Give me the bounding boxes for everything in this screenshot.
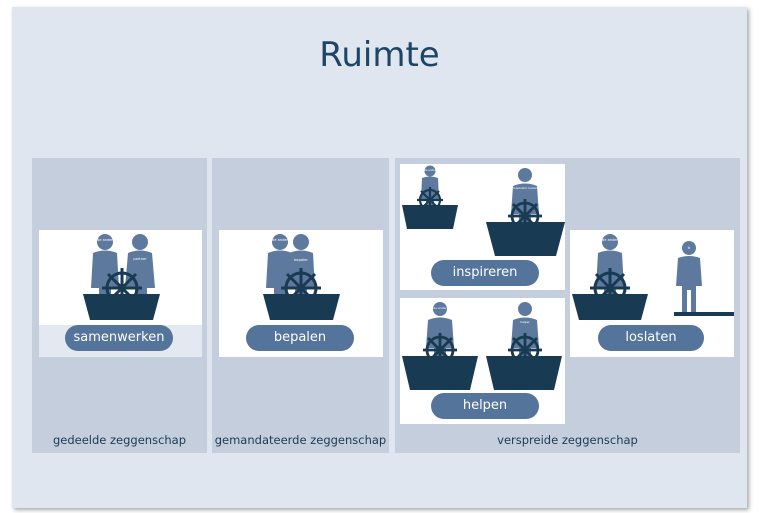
boat-icon — [486, 356, 562, 390]
card-samenwerken: de ander partner samenwerken — [39, 230, 202, 357]
boat-icon — [83, 294, 160, 320]
person-figure — [91, 234, 119, 320]
person-figure — [125, 234, 155, 320]
person-tag: ik — [688, 246, 691, 250]
column-label: verspreide zeggenschap — [497, 433, 638, 447]
boat-icon — [263, 294, 340, 320]
card-bepalen: de ander bepaler bepalen — [219, 230, 383, 357]
boat-icon — [486, 222, 565, 256]
two-persons-steering-wheel-illustration: de ander partner — [83, 234, 160, 320]
column-label: gemandateerde zeggenschap — [214, 433, 387, 447]
helper-illustration: de ander helper — [402, 302, 562, 390]
person-figure — [676, 241, 702, 312]
let-go-illustration: de ander ik — [572, 234, 734, 320]
slide: Ruimte de ander partner — [12, 7, 747, 508]
column-label: gedeelde zeggenschap — [52, 433, 187, 447]
boat-icon — [572, 294, 648, 320]
helpen-button[interactable]: helpen — [431, 393, 539, 419]
person-tag: de ander — [97, 238, 114, 242]
person-tag: helper — [520, 320, 530, 324]
person-figure — [266, 234, 294, 320]
boat-icon — [402, 205, 458, 229]
card-inspireren: de ander inspirator lieder — [400, 164, 565, 290]
person-tag: de ander — [424, 168, 437, 172]
inspireren-button[interactable]: inspireren — [431, 260, 539, 286]
column-distributed-authority: de ander inspirator lieder — [395, 158, 740, 453]
person-tag: partner — [133, 257, 147, 261]
person-tag: bepaler — [294, 258, 308, 262]
person-tag: de ander — [433, 306, 447, 310]
inspirator-illustration: de ander inspirator lieder — [402, 165, 565, 256]
leader-steering-wheel-illustration: de ander bepaler — [263, 234, 340, 320]
card-helpen: de ander helper — [400, 298, 565, 424]
card-loslaten: de ander ik loslaten — [570, 230, 734, 357]
steering-wheel-icon — [508, 199, 542, 233]
person-tag: de ander — [272, 238, 289, 242]
bepalen-button[interactable]: bepalen — [246, 325, 354, 351]
person-tag: de ander — [602, 238, 619, 242]
slide-title: Ruimte — [319, 35, 440, 75]
loslaten-button[interactable]: loslaten — [598, 325, 704, 351]
column-shared-authority: de ander partner samenwerken — [32, 158, 207, 453]
person-tag: inspirator lieder — [513, 186, 538, 190]
samenwerken-button[interactable]: samenwerken — [65, 325, 173, 351]
dock-icon — [674, 312, 734, 316]
boat-icon — [402, 356, 478, 390]
column-mandated-authority: de ander bepaler bepalen gemandateerde z… — [212, 158, 389, 453]
